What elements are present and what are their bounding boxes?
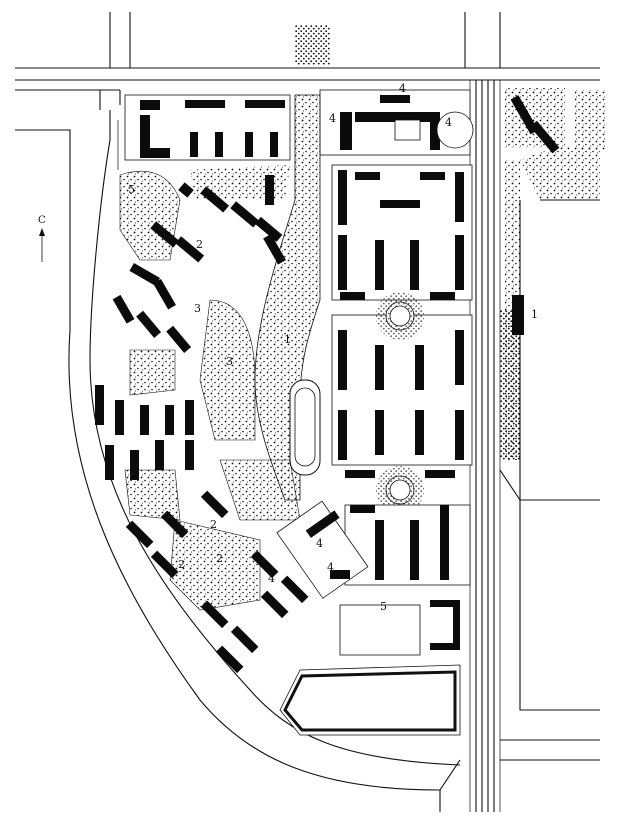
northeast-green xyxy=(505,88,565,154)
label-3-upper: 3 xyxy=(194,302,201,315)
central-grid-blocks xyxy=(331,164,524,586)
label-2-south: 2 xyxy=(210,518,217,531)
plan-labels: 1 1 2 2 2 2 3 3 4 4 4 4 4 4 5 5 xyxy=(128,82,538,613)
label-1-center: 1 xyxy=(284,333,291,346)
label-4-northeast: 4 xyxy=(445,116,452,129)
label-2-southwest: 2 xyxy=(178,558,185,571)
central-park-strip xyxy=(254,25,330,501)
label-4-southc: 4 xyxy=(268,572,275,585)
label-4-southa: 4 xyxy=(316,537,323,550)
label-2-southeast: 2 xyxy=(216,552,223,565)
south-complex xyxy=(276,500,461,736)
western-green-areas xyxy=(119,90,605,611)
label-1-east: 1 xyxy=(531,308,538,321)
label-4-northwest: 4 xyxy=(329,112,336,125)
north-label: С xyxy=(38,215,46,226)
label-2-north: 2 xyxy=(196,238,203,251)
north-housing-blocks xyxy=(124,89,474,161)
label-3-lower: 3 xyxy=(226,355,233,368)
label-4-southb: 4 xyxy=(327,561,334,574)
western-housing-blocks xyxy=(95,175,309,674)
north-arrow: С xyxy=(38,215,46,262)
label-5-north: 5 xyxy=(128,183,135,196)
label-4-north: 4 xyxy=(399,82,406,95)
label-5-south: 5 xyxy=(380,600,387,613)
